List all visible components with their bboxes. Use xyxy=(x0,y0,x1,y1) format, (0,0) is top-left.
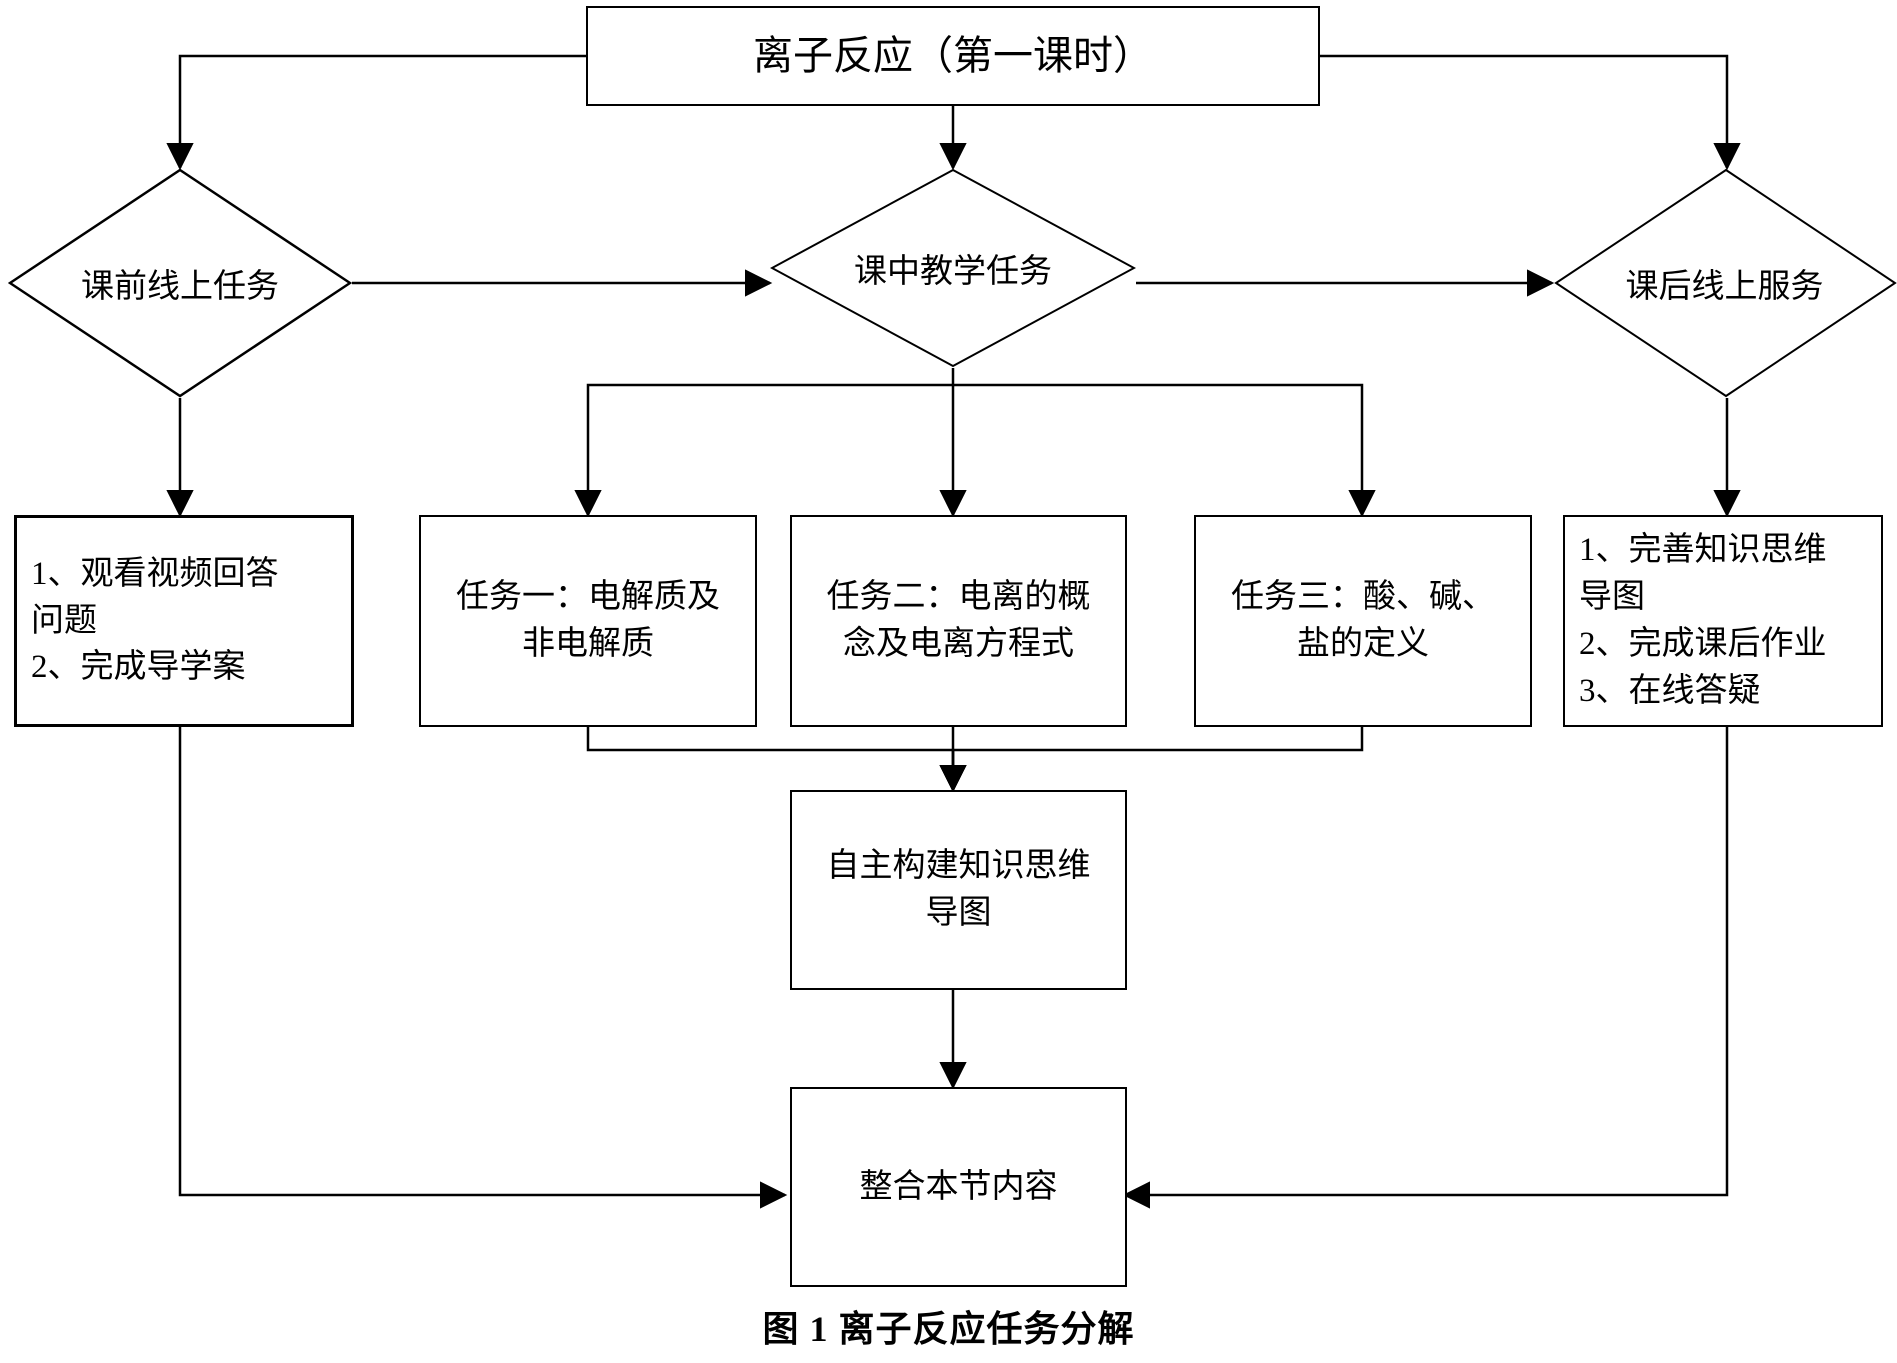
node-integrate-label: 整合本节内容 xyxy=(859,1168,1058,1205)
edge-during-to-task-three xyxy=(953,383,1376,518)
node-task-three[interactable]: 任务三：酸、碱、 盐的定义 xyxy=(1194,515,1532,727)
node-post-tasks[interactable]: 1、完善知识思维 导图 2、完成课后作业 3、在线答疑 xyxy=(1563,515,1883,727)
node-phase-pre[interactable]: 课前线上任务 xyxy=(8,168,352,398)
node-post-tasks-label: 1、完善知识思维 导图 2、完成课后作业 3、在线答疑 xyxy=(1579,532,1827,709)
edge-title-to-pre xyxy=(166,54,586,171)
edge-posttasks-to-integrate xyxy=(1122,727,1729,1209)
node-mindmap-label: 自主构建知识思维 导图 xyxy=(826,848,1091,931)
edge-task-one-to-mindmap xyxy=(586,727,967,793)
node-pre-tasks-label: 1、观看视频回答 问题 2、完成导学案 xyxy=(31,555,279,686)
diamond-shape-post xyxy=(1554,168,1897,398)
node-integrate[interactable]: 整合本节内容 xyxy=(790,1087,1127,1287)
node-task-two-label: 任务二：电离的概 念及电离方程式 xyxy=(826,579,1091,662)
edge-pretasks-to-integrate xyxy=(178,727,788,1209)
node-mindmap[interactable]: 自主构建知识思维 导图 xyxy=(790,790,1127,990)
node-task-one-label: 任务一：电解质及 非电解质 xyxy=(456,579,720,662)
node-title-label: 离子反应（第一课时） xyxy=(753,32,1153,78)
node-phase-post-label: 课后线上服务 xyxy=(1625,269,1824,305)
figure-caption: 图 1 离子反应任务分解 xyxy=(762,1309,1135,1349)
node-title[interactable]: 离子反应（第一课时） xyxy=(586,6,1320,106)
node-phase-pre-label: 课前线上任务 xyxy=(81,269,279,305)
node-pre-tasks[interactable]: 1、观看视频回答 问题 2、完成导学案 xyxy=(14,515,354,727)
node-task-three-label: 任务三：酸、碱、 盐的定义 xyxy=(1231,579,1495,662)
node-phase-during-label: 课中教学任务 xyxy=(854,254,1052,290)
node-task-one[interactable]: 任务一：电解质及 非电解质 xyxy=(419,515,757,727)
node-task-two[interactable]: 任务二：电离的概 念及电离方程式 xyxy=(790,515,1127,727)
diamond-shape-pre xyxy=(8,168,352,398)
node-phase-during[interactable]: 课中教学任务 xyxy=(770,168,1136,368)
edge-task-three-to-mindmap xyxy=(939,727,1364,793)
edge-during-to-task-one xyxy=(574,368,955,518)
node-phase-post[interactable]: 课后线上服务 xyxy=(1552,168,1897,398)
diamond-shape-during xyxy=(770,168,1136,368)
edge-title-to-post xyxy=(1320,54,1741,171)
